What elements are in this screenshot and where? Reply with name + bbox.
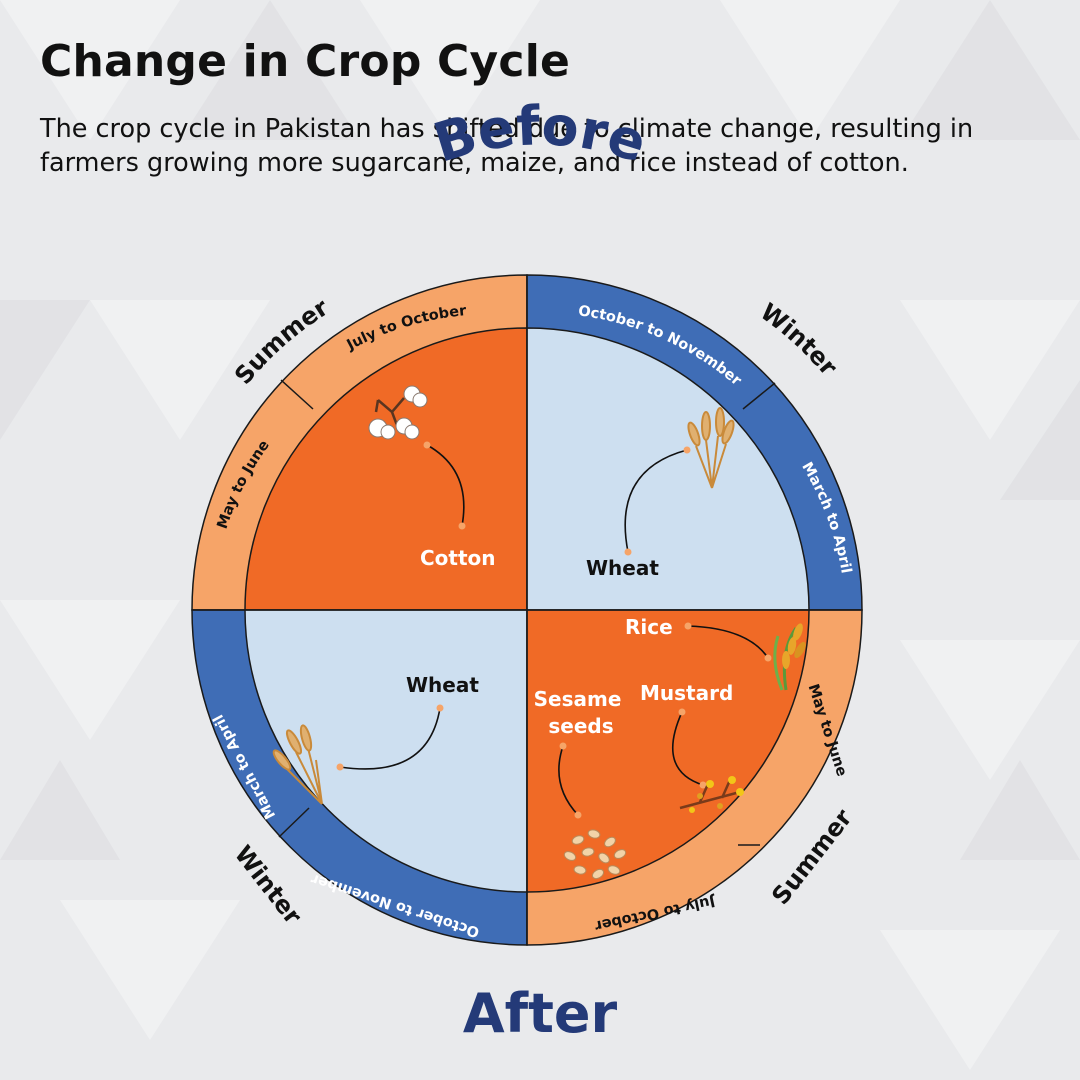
wheat-icon bbox=[272, 724, 323, 805]
mustard-icon bbox=[679, 776, 744, 813]
crop-label-mustard: Mustard bbox=[640, 681, 733, 705]
page-subtitle: The crop cycle in Pakistan has shifted d… bbox=[40, 114, 974, 178]
rice-icon bbox=[773, 623, 806, 691]
wheat-icon bbox=[687, 407, 735, 489]
before-label: Before bbox=[426, 94, 653, 175]
quadrant-wheat-before bbox=[526, 327, 810, 611]
after-label: After bbox=[463, 982, 618, 1045]
quadrant-cotton bbox=[244, 327, 528, 611]
season-winter-after: Winter bbox=[229, 840, 307, 929]
crop-label-rice: Rice bbox=[625, 615, 673, 639]
page-title: Change in Crop Cycle bbox=[40, 36, 571, 87]
quadrant-wheat-after bbox=[244, 609, 528, 893]
quadrant-rice-mustard-sesame bbox=[526, 609, 810, 893]
crop-label-wheat-before: Wheat bbox=[586, 556, 659, 580]
season-winter-before: Winter bbox=[755, 298, 843, 381]
crop-label-wheat-after: Wheat bbox=[406, 673, 479, 697]
crop-label-cotton: Cotton bbox=[420, 546, 496, 570]
cotton-icon bbox=[368, 385, 428, 440]
sesame-seeds-icon bbox=[563, 829, 627, 880]
crop-label-sesame-seeds: Sesame seeds bbox=[534, 687, 629, 738]
